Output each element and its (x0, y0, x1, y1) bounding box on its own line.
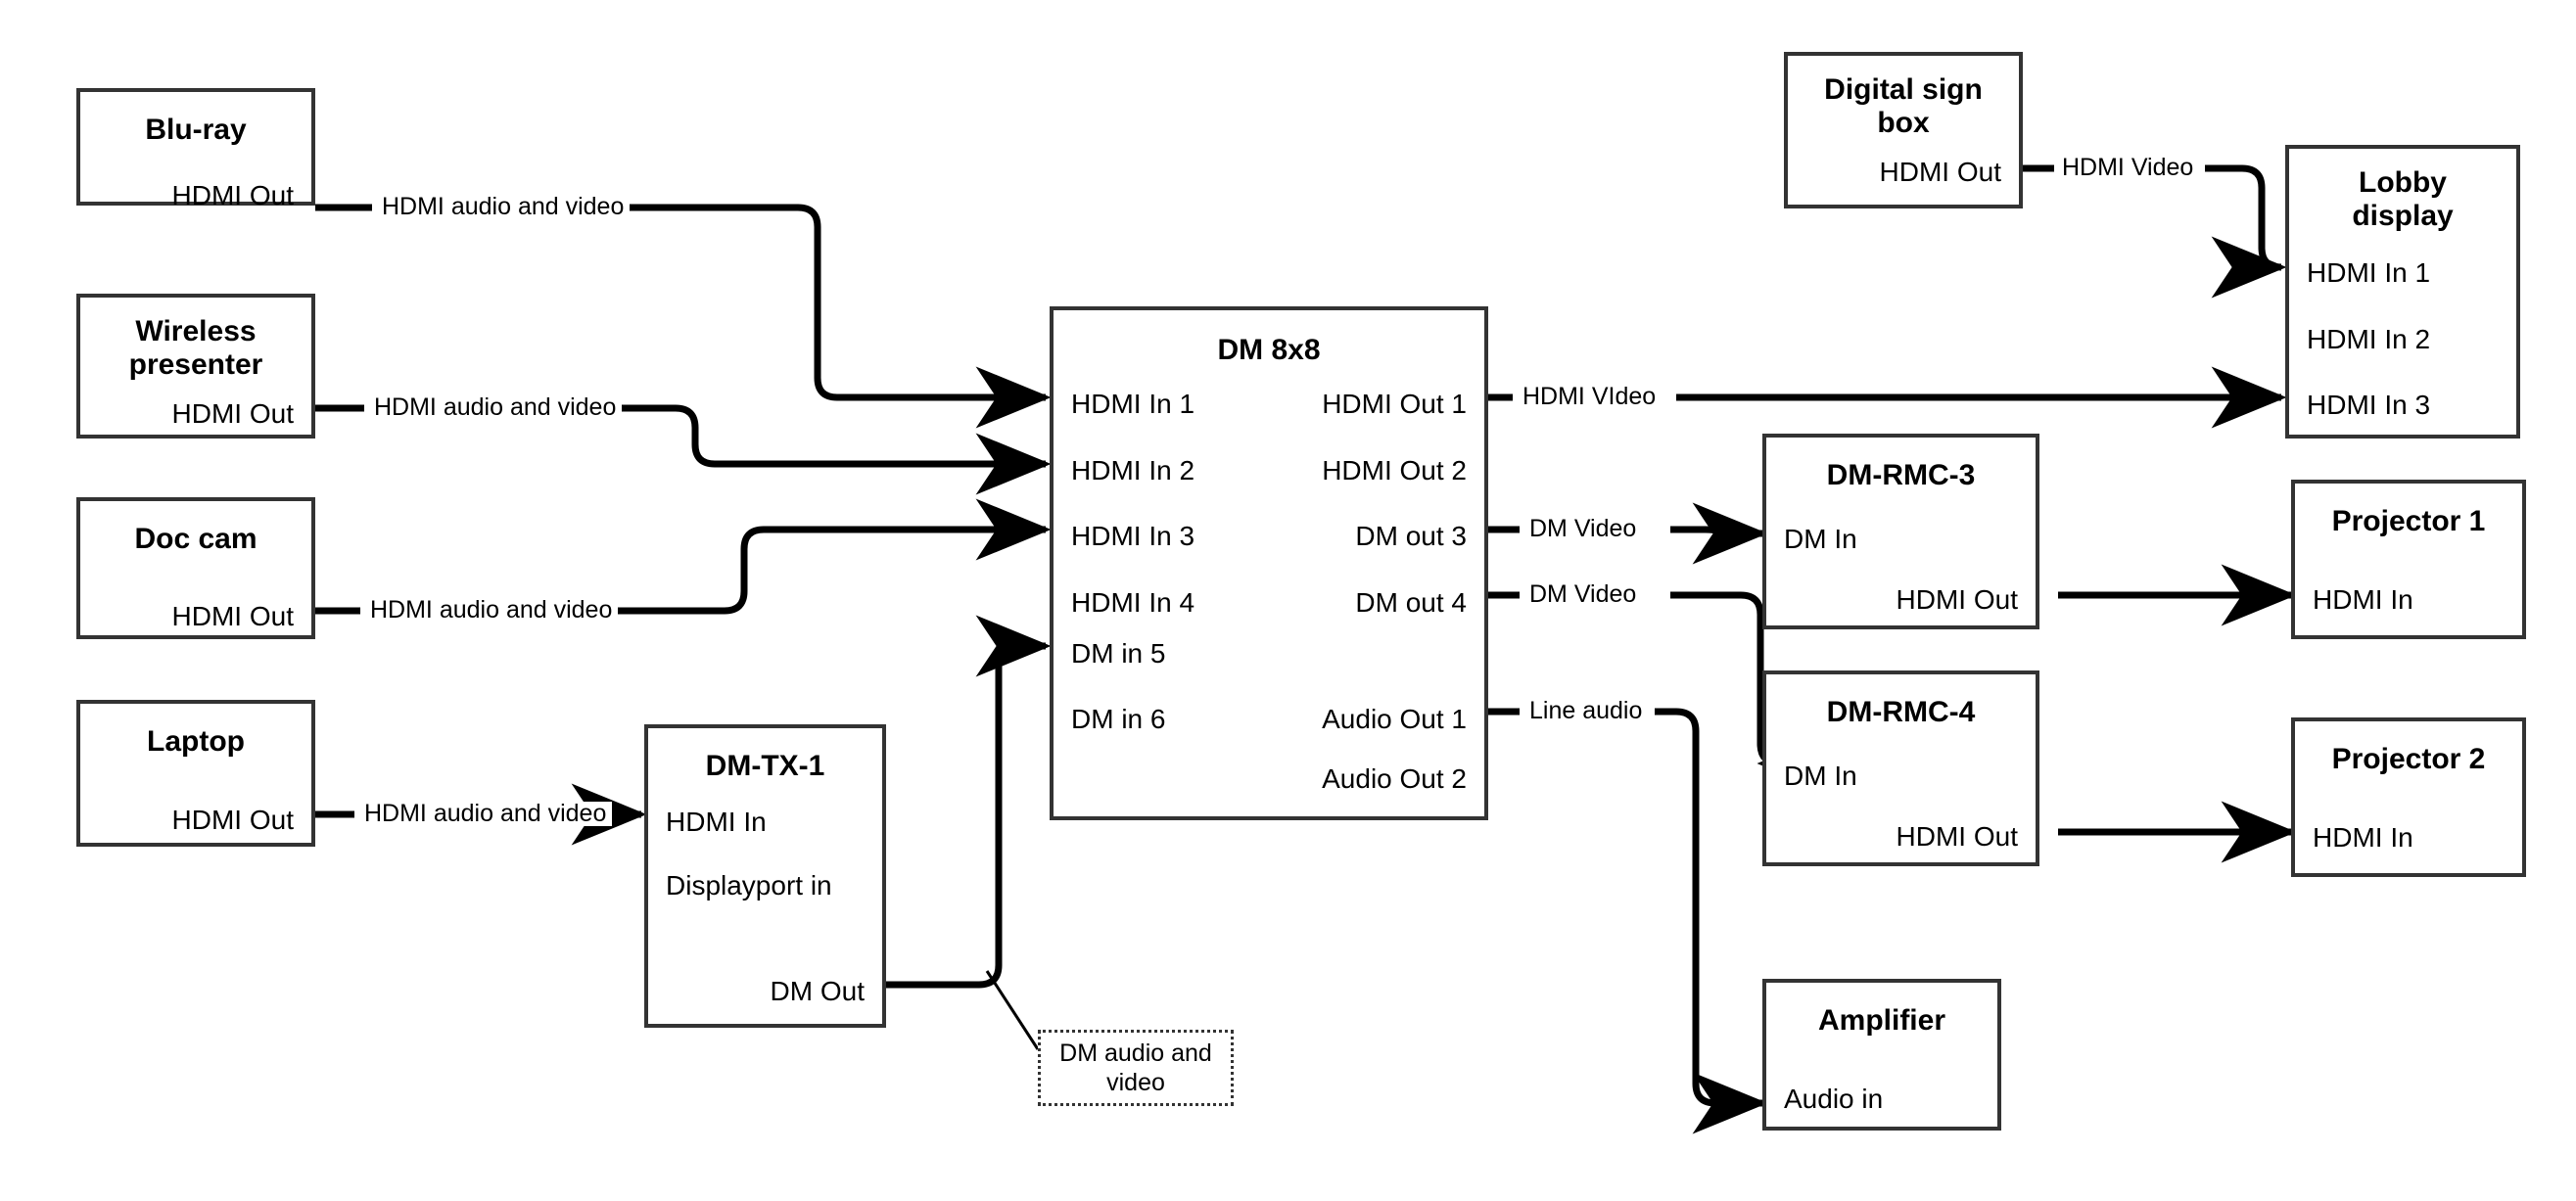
wireless-presenter-port-hdmi-out: HDMI Out (171, 398, 294, 429)
wire-signbox-to-lobby-in1 (2023, 164, 2281, 267)
node-amplifier[interactable]: Amplifier Audio in (1762, 979, 2001, 1131)
dm-8x8-output-dm-out-3: DM out 3 (1355, 521, 1467, 551)
digital-sign-box-title-line2: box (1877, 106, 1930, 139)
wireless-presenter-title-line2: presenter (128, 347, 263, 381)
edge-label-wireless-to-dm8x8: HDMI audio and video (368, 395, 623, 420)
node-lobby-display[interactable]: Lobby display HDMI In 1 HDMI In 2 HDMI I… (2285, 145, 2520, 439)
edge-label-bluray-to-dm8x8: HDMI audio and video (376, 195, 631, 219)
dm-8x8-input-dm-in-5: DM in 5 (1071, 638, 1166, 669)
edge-label-dm8x8-out3-to-rmc3: DM Video (1523, 517, 1643, 541)
dm-rmc-3-port-hdmi-out: HDMI Out (1896, 584, 2018, 615)
node-projector-1[interactable]: Projector 1 HDMI In (2291, 480, 2526, 639)
laptop-title: Laptop (147, 725, 245, 758)
wire-dmtx1-to-dm8x8-in5 (886, 615, 1052, 989)
callout-leader-line (985, 970, 1040, 1050)
wireless-presenter-title-line1: Wireless (135, 315, 257, 347)
dm-tx-1-port-hdmi-in: HDMI In (666, 807, 767, 837)
dm-rmc-3-title: DM-RMC-3 (1826, 459, 1976, 491)
dm-8x8-input-dm-in-6: DM in 6 (1071, 704, 1166, 734)
edge-label-dm8x8-out4-to-rmc4: DM Video (1523, 582, 1643, 607)
dm-8x8-output-hdmi-out-2: HDMI Out 2 (1322, 455, 1467, 485)
lobby-display-title: Lobby display (2289, 166, 2516, 232)
wire-dm8x8-out4-to-rmc4 (1488, 591, 1780, 763)
amplifier-port-audio-in: Audio in (1784, 1084, 1884, 1114)
digital-sign-box-title: Digital sign box (1788, 73, 2019, 139)
node-dm-rmc-3[interactable]: DM-RMC-3 DM In HDMI Out (1762, 434, 2039, 629)
wire-doccam-to-dm8x8-in3 (315, 530, 1046, 615)
callout-line2: video (1106, 1069, 1165, 1096)
edge-label-audioout1-to-amplifier: Line audio (1523, 699, 1649, 723)
node-dm-tx-1[interactable]: DM-TX-1 HDMI In Displayport in DM Out (644, 724, 886, 1028)
wire-bluray-to-dm8x8-in1 (315, 204, 1046, 397)
dm-8x8-output-audio-out-2: Audio Out 2 (1322, 763, 1467, 794)
projector-2-port-hdmi-in: HDMI In (2313, 822, 2413, 853)
lobby-display-input-hdmi-in-1: HDMI In 1 (2307, 257, 2431, 288)
node-laptop[interactable]: Laptop HDMI Out (76, 700, 315, 847)
digital-sign-box-title-line1: Digital sign (1824, 73, 1983, 106)
bluray-port-hdmi-out: HDMI Out (171, 180, 294, 210)
dm-8x8-input-hdmi-in-3: HDMI In 3 (1071, 521, 1195, 551)
dm-8x8-output-hdmi-out-1: HDMI Out 1 (1322, 389, 1467, 419)
projector-1-title: Projector 1 (2331, 505, 2486, 537)
bluray-title: Blu-ray (145, 114, 247, 146)
node-dm-rmc-4[interactable]: DM-RMC-4 DM In HDMI Out (1762, 670, 2039, 866)
dm-8x8-input-hdmi-in-4: HDMI In 4 (1071, 587, 1195, 618)
dm-rmc-4-port-hdmi-out: HDMI Out (1896, 821, 2018, 852)
dm-rmc-3-port-dm-in: DM In (1784, 524, 1857, 554)
node-projector-2[interactable]: Projector 2 HDMI In (2291, 717, 2526, 877)
digital-sign-box-port-hdmi-out: HDMI Out (1879, 157, 2001, 187)
dm-8x8-input-hdmi-in-2: HDMI In 2 (1071, 455, 1195, 485)
callout-dm-audio-and-video: DM audio and video (1038, 1030, 1234, 1106)
dm-8x8-input-hdmi-in-1: HDMI In 1 (1071, 389, 1195, 419)
edge-label-dm8x8-out1-to-lobby: HDMI VIdeo (1517, 385, 1663, 409)
node-bluray[interactable]: Blu-ray HDMI Out (76, 88, 315, 210)
dm-tx-1-title: DM-TX-1 (705, 750, 825, 782)
node-dm-8x8[interactable]: DM 8x8 HDMI In 1 HDMI In 2 HDMI In 3 HDM… (1050, 306, 1488, 820)
edge-label-doccam-to-dm8x8: HDMI audio and video (364, 598, 619, 623)
dm-tx-1-port-dm-out: DM Out (770, 976, 865, 1006)
wire-dm8x8-audioout1-to-amplifier (1488, 708, 1762, 1103)
lobby-display-title-line2: display (2352, 199, 2454, 232)
wire-wireless-to-dm8x8-in2 (315, 408, 1046, 464)
lobby-display-input-hdmi-in-2: HDMI In 2 (2307, 324, 2431, 354)
dm-rmc-4-title: DM-RMC-4 (1826, 696, 1976, 728)
projector-2-title: Projector 2 (2331, 743, 2486, 775)
dm-8x8-title: DM 8x8 (1217, 334, 1321, 366)
dm-8x8-output-dm-out-4: DM out 4 (1355, 587, 1467, 618)
callout-line1: DM audio and (1059, 1039, 1212, 1067)
dm-8x8-output-audio-out-1: Audio Out 1 (1322, 704, 1467, 734)
dm-rmc-4-port-dm-in: DM In (1784, 761, 1857, 791)
node-digital-sign-box[interactable]: Digital sign box HDMI Out (1784, 52, 2023, 208)
node-doc-cam[interactable]: Doc cam HDMI Out (76, 497, 315, 639)
doc-cam-title: Doc cam (134, 523, 258, 555)
lobby-display-title-line1: Lobby (2359, 166, 2447, 199)
wireless-presenter-title: Wireless presenter (80, 315, 311, 381)
dm-tx-1-port-displayport-in: Displayport in (666, 870, 832, 901)
lobby-display-input-hdmi-in-3: HDMI In 3 (2307, 390, 2431, 420)
edge-label-laptop-to-dmtx1: HDMI audio and video (358, 802, 613, 826)
projector-1-port-hdmi-in: HDMI In (2313, 584, 2413, 615)
laptop-port-hdmi-out: HDMI Out (171, 805, 294, 835)
node-wireless-presenter[interactable]: Wireless presenter HDMI Out (76, 294, 315, 439)
edge-label-signbox-to-lobby: HDMI Video (2056, 156, 2200, 180)
doc-cam-port-hdmi-out: HDMI Out (171, 601, 294, 631)
amplifier-title: Amplifier (1817, 1004, 1946, 1037)
wire-dm8x8-out3-to-rmc3 (1488, 524, 1762, 539)
